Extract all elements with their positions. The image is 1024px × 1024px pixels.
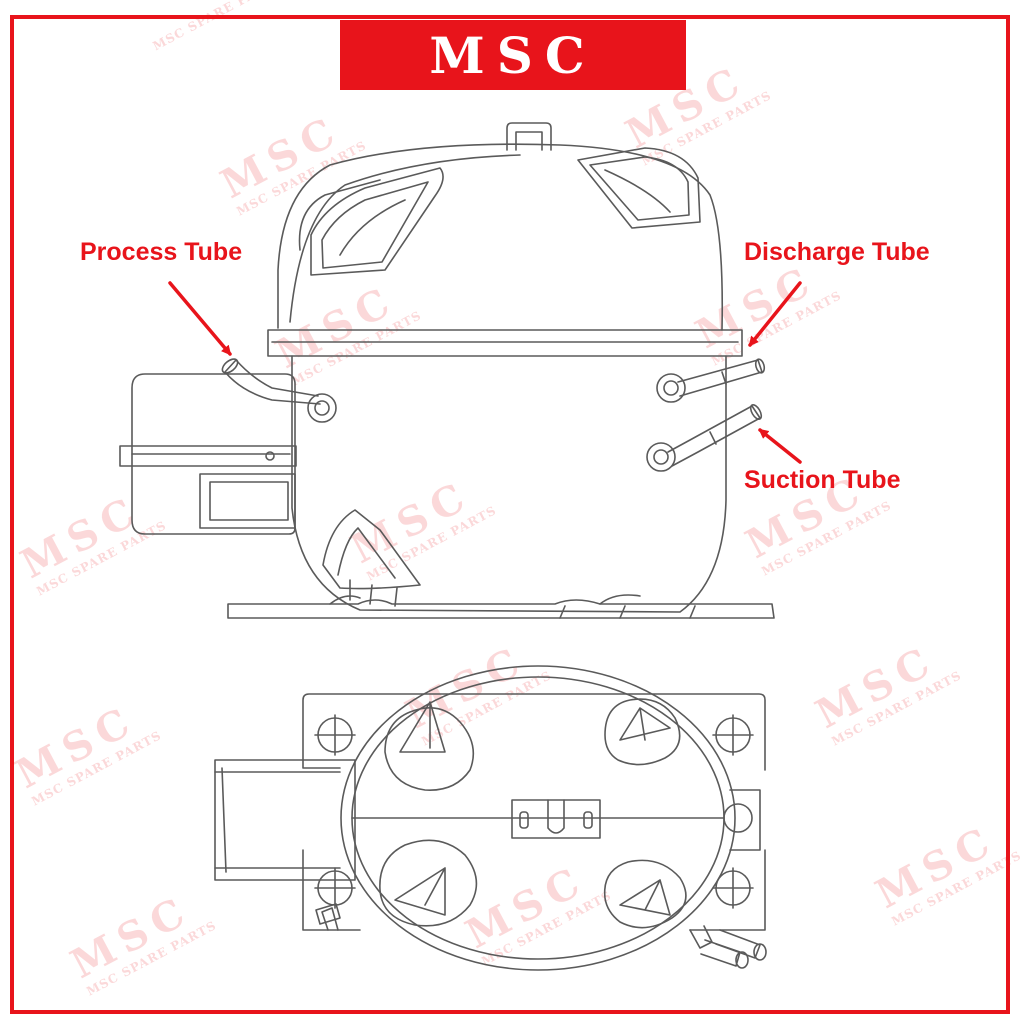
process-tube-arrow [168,281,232,356]
discharge-tube-arrow [748,281,802,347]
process-tube-label: Process Tube [80,238,243,266]
suction-tube-label: Suction Tube [744,466,901,494]
discharge-tube-label: Discharge Tube [744,238,930,266]
brand-banner: MSC [340,20,686,90]
suction-tube-arrow [758,428,802,464]
compressor-top-view [214,665,767,971]
brand-logo-text: MSC [429,25,597,85]
red-border-frame [10,15,1010,1014]
compressor-side-view [119,122,775,619]
